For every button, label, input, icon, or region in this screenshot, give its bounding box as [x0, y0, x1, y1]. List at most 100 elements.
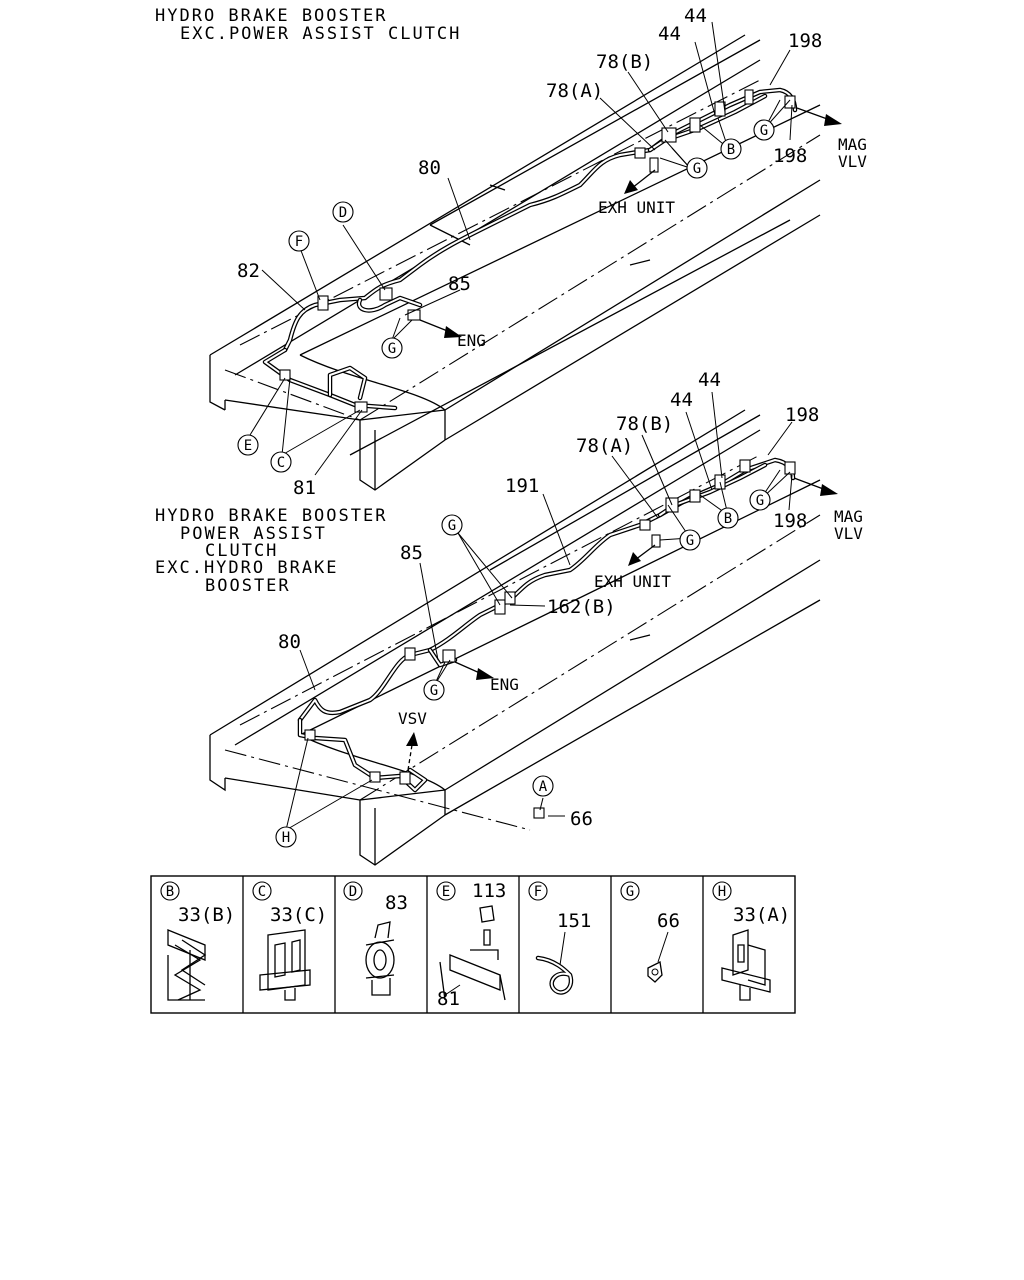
lower-label-198b: 198 — [773, 510, 807, 532]
upper-label-78b: 78(B) — [596, 51, 653, 73]
upper-callout-d: D — [332, 201, 354, 223]
legend-e-letter: E — [442, 884, 450, 900]
lower-caption-line3: CLUTCH — [205, 541, 278, 561]
lower-label-78a: 78(A) — [576, 435, 633, 457]
upper-label-198a: 198 — [788, 30, 822, 52]
clip-83-icon — [365, 921, 395, 996]
upper-clips — [279, 89, 796, 413]
upper-diagram: HYDRO BRAKE BOOSTER EXC.POWER ASSIST CLU… — [155, 5, 867, 499]
legend-cell-e: E 113 81 — [436, 880, 506, 1010]
lower-dest-eng: ENG — [490, 675, 519, 694]
svg-text:H: H — [282, 830, 290, 846]
upper-dest-exh: EXH UNIT — [598, 198, 675, 217]
upper-callout-f: F — [288, 230, 310, 252]
lower-callout-b: B — [717, 507, 739, 529]
lower-caption-line4: EXC.HYDRO BRAKE — [155, 558, 339, 578]
clip-66-icon — [647, 931, 669, 983]
lower-callout-h: H — [275, 826, 297, 848]
upper-callout-e: E — [237, 434, 259, 456]
lower-callouts: B G G G G H A — [275, 489, 771, 848]
lower-label-44a: 44 — [698, 369, 721, 391]
legend-cell-f: F 151 — [528, 881, 591, 995]
lower-label-44b: 44 — [670, 389, 693, 411]
lower-label-85: 85 — [400, 542, 423, 564]
svg-text:B: B — [724, 511, 732, 527]
upper-label-198b: 198 — [773, 145, 807, 167]
legend-g-letter: G — [626, 884, 634, 900]
legend-f-letter: F — [534, 884, 542, 900]
svg-text:F: F — [295, 234, 303, 250]
upper-frame-rail — [209, 34, 821, 491]
lower-dest-mag: MAG — [834, 507, 863, 526]
bracket-81-icon — [439, 905, 506, 1001]
legend-f-part: 151 — [557, 910, 591, 932]
svg-text:G: G — [686, 533, 694, 549]
upper-dest-eng: ENG — [457, 331, 486, 350]
upper-label-81: 81 — [293, 477, 316, 499]
legend-b-part: 33(B) — [178, 904, 235, 926]
svg-text:G: G — [693, 161, 701, 177]
lower-callout-g4: G — [423, 679, 445, 701]
upper-caption-line1: HYDRO BRAKE BOOSTER — [155, 6, 387, 26]
svg-text:G: G — [448, 518, 456, 534]
lower-leaders — [285, 391, 838, 831]
upper-callout-c: C — [270, 451, 292, 473]
lower-dest-exh: EXH UNIT — [594, 572, 671, 591]
lower-caption-line2: POWER ASSIST — [180, 524, 327, 544]
upper-label-80: 80 — [418, 157, 441, 179]
lower-labels: 44 44 198 198 78(B) 78(A) 191 162(B) 85 … — [278, 369, 863, 830]
lower-diagram: HYDRO BRAKE BOOSTER POWER ASSIST CLUTCH … — [155, 369, 863, 866]
legend-c-letter: C — [258, 884, 266, 900]
lower-dest-vlv: VLV — [834, 524, 863, 543]
legend-h-letter: H — [718, 884, 726, 900]
legend-g-part: 66 — [657, 910, 680, 932]
lower-label-80: 80 — [278, 631, 301, 653]
upper-callout-b: B — [720, 138, 742, 160]
upper-callout-g2: G — [686, 157, 708, 179]
svg-text:G: G — [430, 683, 438, 699]
svg-text:C: C — [277, 455, 285, 471]
legend-cell-d: D 83 — [343, 881, 408, 996]
upper-callout-g1: G — [753, 119, 775, 141]
lower-callout-a: A — [532, 775, 554, 797]
lower-label-198a: 198 — [785, 404, 819, 426]
upper-label-44a: 44 — [684, 5, 707, 27]
upper-label-82: 82 — [237, 260, 260, 282]
lower-callout-g1: G — [749, 489, 771, 511]
lower-label-78b: 78(B) — [616, 413, 673, 435]
upper-caption-line2: EXC.POWER ASSIST CLUTCH — [180, 24, 461, 44]
lower-label-66: 66 — [570, 808, 593, 830]
tie-strap-151-icon — [535, 931, 574, 995]
legend-cell-b: B 33(B) — [160, 881, 235, 1001]
clip-33c-icon — [259, 929, 311, 1001]
legend-d-letter: D — [349, 884, 357, 900]
legend-d-part: 83 — [385, 892, 408, 914]
upper-label-44b: 44 — [658, 23, 681, 45]
legend-cell-c: C 33(C) — [252, 881, 327, 1001]
clip-33b-icon — [167, 929, 207, 1001]
lower-label-191: 191 — [505, 475, 539, 497]
svg-text:G: G — [760, 123, 768, 139]
legend-e-part: 113 — [472, 880, 506, 902]
legend-e-part2: 81 — [437, 988, 460, 1010]
legend-h-part: 33(A) — [733, 904, 790, 926]
upper-callouts: B G G G D F E C — [237, 119, 775, 473]
lower-callout-g3: G — [441, 514, 463, 536]
legend-c-part: 33(C) — [270, 904, 327, 926]
upper-dest-mag: MAG — [838, 135, 867, 154]
upper-label-85: 85 — [448, 273, 471, 295]
svg-text:E: E — [244, 438, 252, 454]
lower-caption-line1: HYDRO BRAKE BOOSTER — [155, 506, 387, 526]
svg-text:B: B — [727, 142, 735, 158]
lower-frame-rail — [209, 409, 821, 866]
lower-caption-line5: BOOSTER — [205, 576, 291, 596]
lower-label-162b: 162(B) — [547, 596, 616, 618]
clip-33a-icon — [721, 929, 771, 1001]
upper-callout-g3: G — [381, 337, 403, 359]
svg-text:D: D — [339, 205, 347, 221]
legend-cell-g: G 66 — [620, 881, 680, 983]
legend-cell-h: H 33(A) — [712, 881, 790, 1001]
lower-callout-g2: G — [679, 529, 701, 551]
lower-dest-vsv: VSV — [398, 709, 427, 728]
